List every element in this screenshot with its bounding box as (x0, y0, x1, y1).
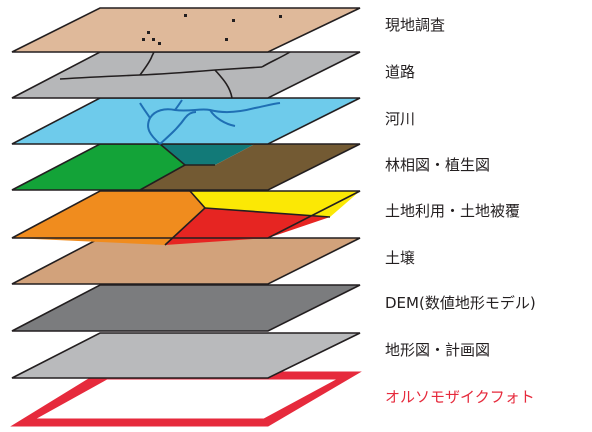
landuse-red (165, 208, 330, 245)
landuse-yellow (190, 191, 360, 217)
river-branch-4 (209, 109, 236, 127)
river-branch-2 (139, 102, 151, 119)
layer-dem (11, 284, 361, 332)
survey-point (225, 38, 228, 41)
road-1 (59, 66, 263, 80)
river-branch-1 (159, 111, 197, 145)
survey-point (184, 14, 187, 17)
survey-points (142, 14, 282, 45)
forest-green (12, 144, 185, 190)
label-dem: DEM(数値地形モデル) (385, 294, 536, 312)
dem-plane (11, 284, 361, 332)
road-3 (214, 69, 233, 99)
label-ortho: オルソモザイクフォト (385, 388, 535, 406)
layer-topo (11, 332, 361, 379)
topo-plane (11, 332, 361, 379)
layer-landuse (11, 190, 361, 246)
landuse-border-2 (204, 207, 331, 218)
survey-point (142, 38, 145, 41)
ortho-outline (10, 371, 362, 427)
survey-point (158, 42, 161, 45)
label-topo: 地形図・計画図 (385, 341, 490, 359)
layer-ortho (10, 371, 362, 427)
layer-roads (11, 51, 361, 99)
river-branch-3 (174, 99, 183, 111)
roads-plane (11, 51, 361, 99)
layer-forest (11, 143, 361, 191)
survey-point (279, 15, 282, 18)
river-main (147, 102, 281, 145)
label-soil: 土壌 (385, 249, 415, 267)
road-4 (261, 51, 291, 68)
road-2 (139, 51, 155, 76)
label-landuse: 土地利用・土地被覆 (385, 202, 520, 220)
layer-labels: 現地調査 道路 河川 林相図・植生図 土地利用・土地被覆 土壌 DEM(数値地形… (385, 16, 536, 406)
survey-plane (11, 7, 361, 53)
forest-teal (160, 144, 255, 165)
layer-survey (11, 7, 361, 53)
forest-outline (11, 143, 361, 191)
survey-point (147, 31, 150, 34)
label-roads: 道路 (385, 63, 415, 81)
landuse-orange (12, 191, 205, 245)
survey-point (152, 38, 155, 41)
label-rivers: 河川 (385, 110, 415, 128)
label-survey: 現地調査 (385, 16, 445, 34)
soil-plane (11, 237, 361, 285)
label-forest: 林相図・植生図 (385, 156, 490, 174)
survey-point (232, 19, 235, 22)
forest-brown (140, 144, 360, 190)
rivers-plane (11, 97, 361, 145)
layer-soil (11, 237, 361, 285)
layer-rivers (11, 97, 361, 145)
landuse-outline (11, 190, 361, 239)
